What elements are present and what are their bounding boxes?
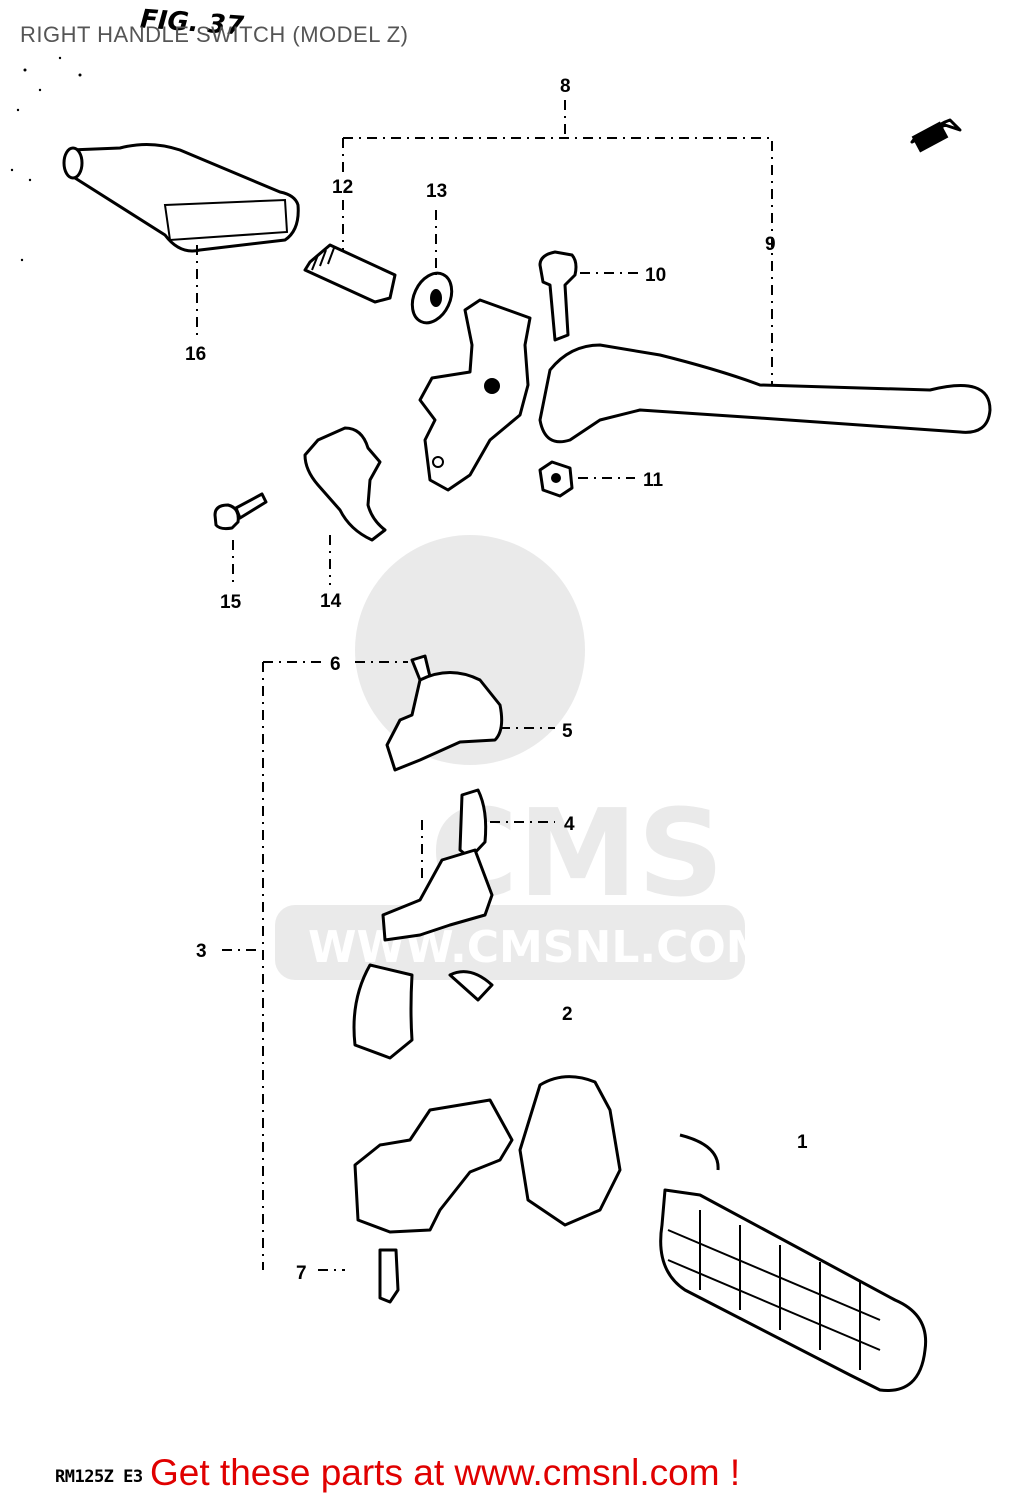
part-10-pivot-bolt — [538, 250, 578, 342]
callout-8: 8 — [560, 76, 571, 97]
promo-link[interactable]: Get these parts at www.cmsnl.com ! — [150, 1452, 741, 1493]
part-3-switch-body — [381, 848, 494, 942]
part-5-switch-upper — [385, 671, 504, 772]
cms-watermark: CMS WWW.CMSNL.COM — [275, 535, 770, 980]
leader-lines — [196, 100, 773, 1271]
callout-2: 2 — [562, 1004, 573, 1025]
callout-13: 13 — [426, 181, 447, 202]
callout-3: 3 — [196, 941, 207, 962]
callout-12: 12 — [332, 177, 353, 198]
callout-10: 10 — [645, 265, 666, 286]
callout-11: 11 — [643, 470, 664, 491]
part-13-washer — [410, 271, 454, 325]
page-title: RIGHT HANDLE SWITCH (MODEL Z) — [20, 22, 409, 47]
part-16-lever-cover — [62, 143, 300, 253]
callout-14: 14 — [320, 591, 342, 612]
callout-16: 16 — [185, 344, 206, 365]
part-12-adjuster — [303, 243, 397, 304]
part-7-screw — [378, 1248, 400, 1304]
handle-switch-housing — [353, 1075, 622, 1234]
part-2-switch-lower — [352, 963, 494, 1060]
part-15-screw — [213, 492, 268, 531]
callout-1: 1 — [797, 1132, 808, 1153]
callout-6: 6 — [330, 654, 341, 675]
lever-holder-bracket — [418, 298, 532, 492]
part-14-clamp — [303, 426, 387, 542]
callouts: 1 2 3 4 5 6 7 8 9 10 11 12 13 14 15 16 — [185, 76, 808, 1284]
front-arrow-icon — [910, 118, 962, 153]
scan-speckle — [10, 56, 82, 262]
model-code: RM125Z E3 — [55, 1467, 143, 1487]
callout-7: 7 — [296, 1263, 307, 1284]
callout-15: 15 — [220, 592, 242, 613]
part-1-throttle-grip — [659, 1133, 928, 1392]
callout-9: 9 — [765, 234, 776, 255]
part-11-nut — [538, 460, 574, 498]
callout-5: 5 — [562, 721, 573, 742]
part-9-clutch-lever — [538, 343, 992, 444]
callout-4: 4 — [564, 814, 575, 835]
